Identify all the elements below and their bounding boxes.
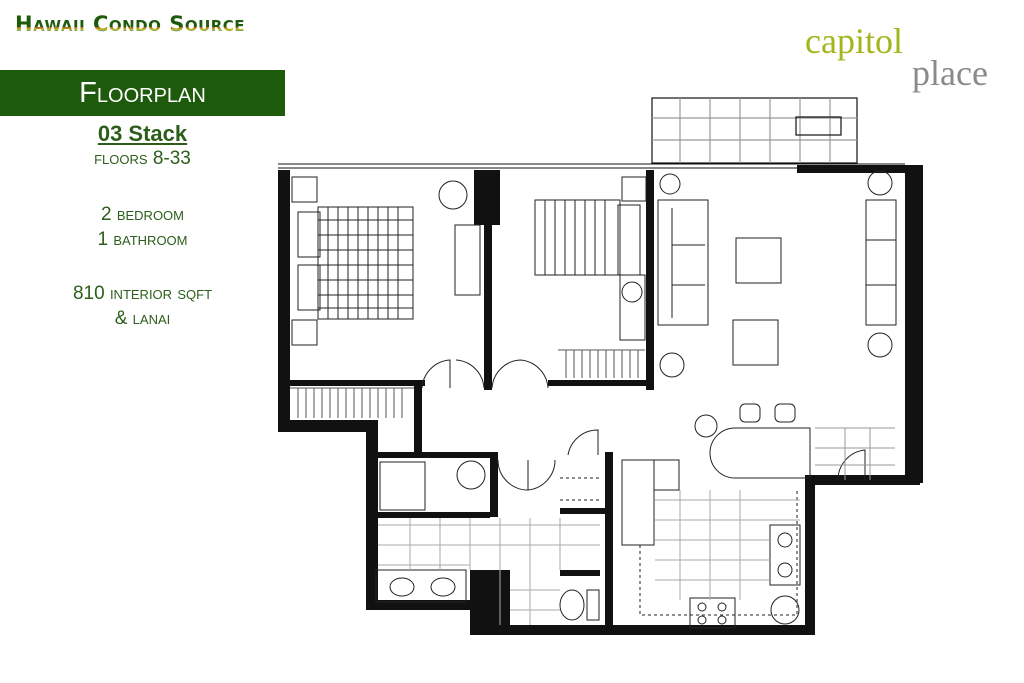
- bathrooms: 1 bathroom: [97, 229, 188, 250]
- bathtub: [379, 461, 426, 511]
- burner: [717, 602, 727, 612]
- stool: [694, 414, 718, 438]
- burner: [697, 615, 707, 625]
- nightstand: [291, 176, 318, 203]
- lanai-area: [651, 97, 858, 164]
- pantry: [653, 459, 680, 491]
- brand-stripe: [15, 27, 332, 32]
- stack-label: 03 Stack: [97, 121, 188, 146]
- bedrooms: 2 bedroom: [100, 204, 185, 225]
- refrigerator: [621, 459, 655, 546]
- closet-second: [558, 349, 645, 378]
- lanai: & lanai: [114, 308, 171, 329]
- floors-label: floors 8-33: [94, 148, 191, 169]
- vanity-sink: [430, 577, 456, 597]
- vanity: [375, 569, 467, 603]
- plant-icon: [867, 170, 893, 196]
- dresser: [619, 274, 646, 341]
- burner: [697, 602, 707, 612]
- bedroom-doors: [421, 359, 549, 389]
- walls: [278, 165, 923, 635]
- counter-outline: [639, 490, 798, 616]
- sofa: [657, 199, 709, 326]
- bed-second-quilt: [544, 200, 606, 275]
- stove: [689, 597, 736, 629]
- console: [865, 199, 897, 326]
- hall-doors: [497, 429, 866, 491]
- nightstand: [621, 176, 647, 202]
- linen-closet: [560, 477, 600, 501]
- lamp-icon: [659, 173, 681, 195]
- pillow: [297, 211, 321, 258]
- vanity-sink: [389, 577, 415, 597]
- pillow: [297, 264, 321, 311]
- nightstand: [291, 319, 318, 346]
- room-counts: 2 bedroom 1 bathroom: [0, 202, 285, 252]
- kitchen-tiles: [655, 490, 800, 600]
- plant-icon: [621, 281, 643, 303]
- bed-master: [317, 206, 414, 320]
- bed-master-quilt: [318, 207, 413, 319]
- dishwasher: [770, 595, 800, 625]
- console-dividers: [866, 239, 896, 286]
- table: [735, 237, 782, 284]
- bath-tiles: [378, 518, 600, 625]
- plant-icon: [659, 352, 685, 378]
- sink-basin: [777, 532, 793, 548]
- kitchen-island: [709, 427, 811, 479]
- page-title: Floorplan: [0, 70, 285, 116]
- burner: [717, 615, 727, 625]
- stool: [739, 403, 761, 423]
- sqft: 810 interior sqft: [72, 283, 213, 304]
- bed-second: [534, 199, 621, 276]
- toilet-tank: [586, 589, 600, 621]
- kitchen-sink: [769, 524, 801, 586]
- lanai-bench: [795, 116, 842, 136]
- plant-icon: [438, 180, 468, 210]
- pillow: [617, 204, 641, 276]
- armchair: [732, 319, 779, 366]
- stool: [774, 403, 796, 423]
- dresser: [454, 224, 481, 296]
- sink-basin: [777, 562, 793, 578]
- entry-tiles: [815, 427, 895, 480]
- lanai-tiles: [652, 98, 857, 163]
- sofa-cushions: [671, 208, 705, 318]
- windows: [278, 163, 905, 169]
- area-info: 810 interior sqft & lanai: [0, 281, 285, 331]
- logo-capitol: capitol: [805, 21, 903, 61]
- logo-place: place: [912, 53, 988, 93]
- toilet: [559, 589, 585, 621]
- lamp-icon: [867, 332, 893, 358]
- closet-master: [290, 387, 414, 418]
- shower: [456, 460, 486, 490]
